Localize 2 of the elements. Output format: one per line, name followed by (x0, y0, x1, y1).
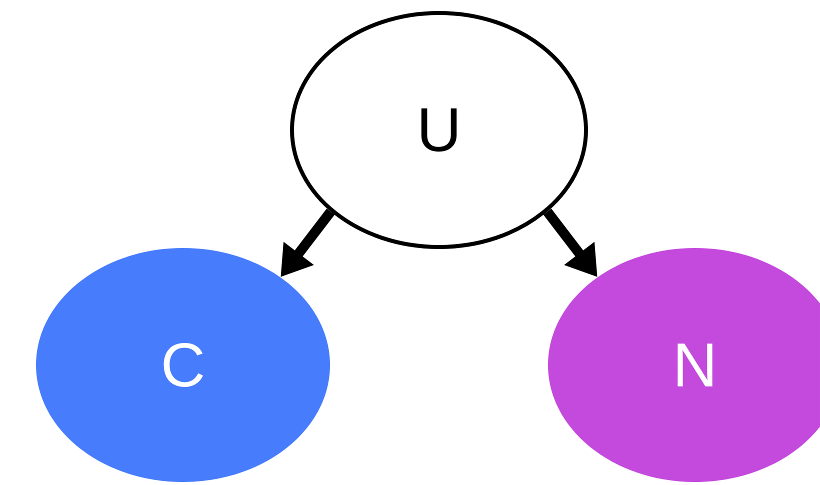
ellipse-node: C (36, 248, 330, 482)
ellipse-node: U (290, 11, 588, 249)
